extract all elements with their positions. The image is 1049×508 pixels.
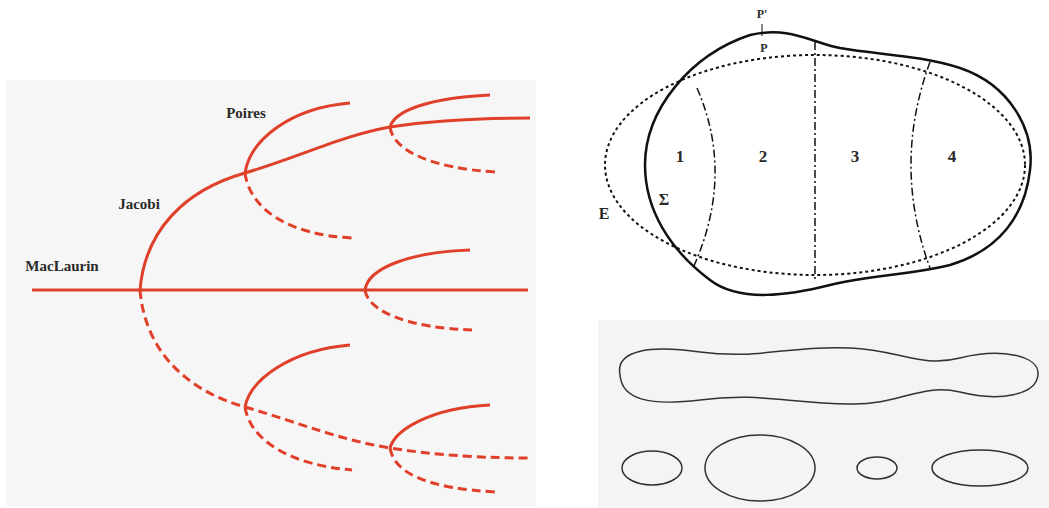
surface-label: E — [597, 205, 612, 223]
jacobi-branch — [140, 118, 530, 290]
pear-unstable-branch — [245, 173, 352, 238]
point-label: P' — [755, 7, 770, 21]
point-label: P — [758, 41, 769, 55]
section-number: 3 — [849, 147, 862, 166]
branch — [390, 405, 490, 448]
bifurcation-curves — [32, 95, 530, 492]
fragment — [857, 457, 897, 479]
unstable-branch — [390, 127, 495, 172]
unstable-branch — [365, 290, 472, 330]
branch — [365, 250, 470, 290]
jacobi-unstable-branch — [140, 290, 530, 458]
section-line — [693, 88, 715, 268]
pear-figure — [605, 24, 1031, 295]
unstable-branch — [390, 448, 495, 492]
branch — [245, 345, 350, 407]
maclaurin-branch — [32, 289, 528, 292]
fission-figures — [620, 348, 1039, 501]
fragment — [622, 451, 682, 485]
surface-label: Σ — [657, 191, 671, 209]
fragment — [932, 450, 1028, 486]
section-number: 1 — [674, 147, 687, 166]
section-number: 4 — [946, 147, 959, 166]
section-line — [814, 42, 816, 282]
branch-label: MacLaurin — [23, 258, 100, 275]
leader-line — [762, 24, 763, 36]
chart-panel — [6, 80, 536, 506]
unstable-branch — [245, 407, 352, 470]
branch — [390, 95, 490, 127]
figure-panel — [598, 320, 1049, 508]
section-number: 2 — [757, 147, 770, 166]
branch-label: Jacobi — [116, 196, 162, 213]
pear-outline — [645, 32, 1031, 295]
elongated-figure — [620, 348, 1039, 404]
fragment — [705, 435, 815, 501]
branch-label: Poires — [224, 105, 268, 122]
section-line — [911, 62, 930, 268]
